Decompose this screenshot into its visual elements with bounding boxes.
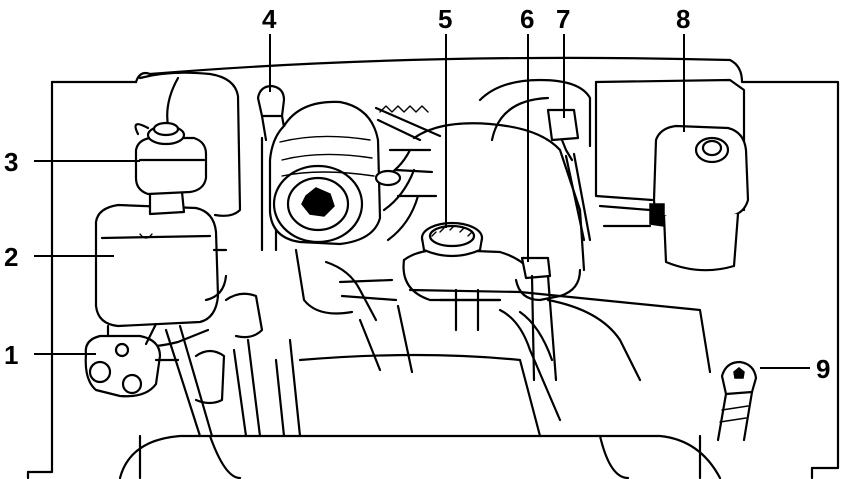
callout-4: 4 (262, 4, 277, 34)
brake-fluid-reservoir (136, 123, 206, 194)
brake-master-cylinder-valve (86, 324, 212, 436)
air-filter-housing (270, 102, 440, 244)
callout-2: 2 (4, 242, 18, 272)
callout-3: 3 (4, 147, 18, 177)
callout-5: 5 (438, 4, 452, 34)
callout-6: 6 (520, 4, 534, 34)
sensor-connector (548, 110, 590, 240)
coolant-expansion-tank (96, 192, 226, 347)
callout-7: 7 (556, 4, 570, 34)
callout-8: 8 (676, 4, 690, 34)
callout-9: 9 (816, 354, 830, 384)
oil-filler-cap (422, 223, 482, 256)
fuel-filler-dipstick (718, 362, 756, 440)
callout-1: 1 (4, 340, 18, 370)
lower-engine-details (196, 290, 540, 436)
fuel-filter-bleed-screw (500, 258, 640, 420)
